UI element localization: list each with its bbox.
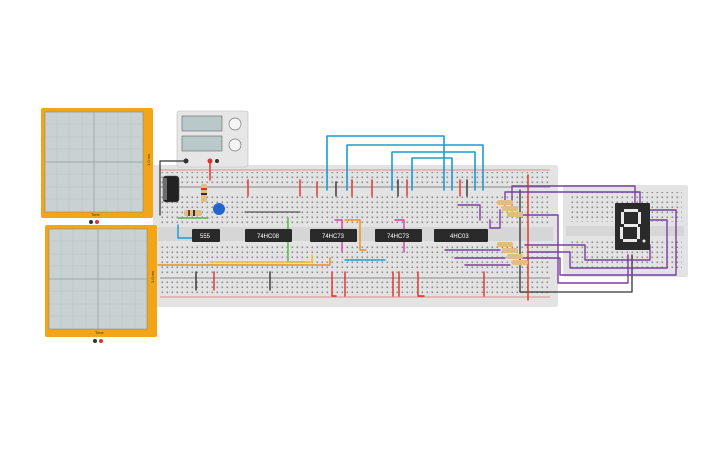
ic-4hc03[interactable]: 4HC03: [434, 229, 488, 242]
ic-74hc73-b[interactable]: 74HC73: [375, 229, 422, 242]
oscilloscope-2-probe-red[interactable]: [99, 339, 103, 343]
wire-blue-3: [391, 151, 476, 191]
oscilloscope-1-probe-red[interactable]: [95, 220, 99, 224]
oscilloscope-2-side-label: 1.0 ms: [150, 271, 155, 283]
power-supply-knob-current[interactable]: [228, 138, 242, 152]
wires[interactable]: [157, 135, 677, 301]
main-breadboard[interactable]: [153, 165, 558, 307]
ic-4hc03-label: 4HC03: [450, 234, 469, 240]
power-supply-knob-voltage[interactable]: [228, 117, 242, 131]
resistor-bank[interactable]: [497, 200, 528, 265]
wire-blue-4: [411, 157, 453, 191]
oscilloscope-1-bottom-label: Time: [91, 212, 101, 217]
wire-purple-3: [519, 214, 629, 284]
oscilloscope-1-side-label: 1.0 ms: [146, 154, 151, 166]
ic-74hc73-a-label: 74HC73: [322, 234, 345, 240]
wire-purple-1: [504, 191, 641, 213]
resistor-horizontal[interactable]: [184, 210, 202, 216]
wire-yellow: [209, 254, 313, 263]
ic-74hc08-label: 74HC08: [257, 234, 280, 240]
wire-purple-5: [527, 219, 668, 269]
wire-orange-2: [344, 219, 367, 251]
seven-segment-display[interactable]: [615, 203, 650, 250]
resistor-vertical[interactable]: [201, 184, 207, 202]
wire-purple-4: [524, 244, 651, 261]
power-supply-display-bottom: [181, 135, 223, 152]
oscilloscope-1[interactable]: 1.0 ms Time: [41, 108, 153, 224]
ic-74hc08[interactable]: 74HC08: [245, 229, 292, 242]
oscilloscope-1-probe-black[interactable]: [89, 220, 93, 224]
oscilloscope-2[interactable]: 1.0 ms Time: [45, 225, 157, 343]
power-supply-display-top: [181, 115, 223, 132]
wire-purple-2: [511, 185, 636, 206]
wire-ps-black: [159, 160, 187, 216]
ic-74hc73-b-label: 74HC73: [387, 234, 410, 240]
power-supply[interactable]: [176, 110, 249, 168]
wire-blue-1: [326, 135, 445, 191]
ic-555-label: 555: [200, 234, 211, 240]
wire-black-long: [519, 189, 633, 293]
oscilloscope-2-probe-black[interactable]: [93, 339, 97, 343]
capacitor-ceramic[interactable]: [213, 203, 225, 215]
oscilloscope-2-bottom-label: Time: [95, 330, 105, 335]
wire-blue-2: [346, 144, 484, 191]
ic-74hc73-a[interactable]: 74HC73: [310, 229, 357, 242]
wire-purple-6: [514, 209, 677, 276]
capacitor-electrolytic[interactable]: [162, 175, 180, 203]
wire-orange: [157, 257, 331, 266]
ic-555[interactable]: 555: [192, 229, 220, 242]
